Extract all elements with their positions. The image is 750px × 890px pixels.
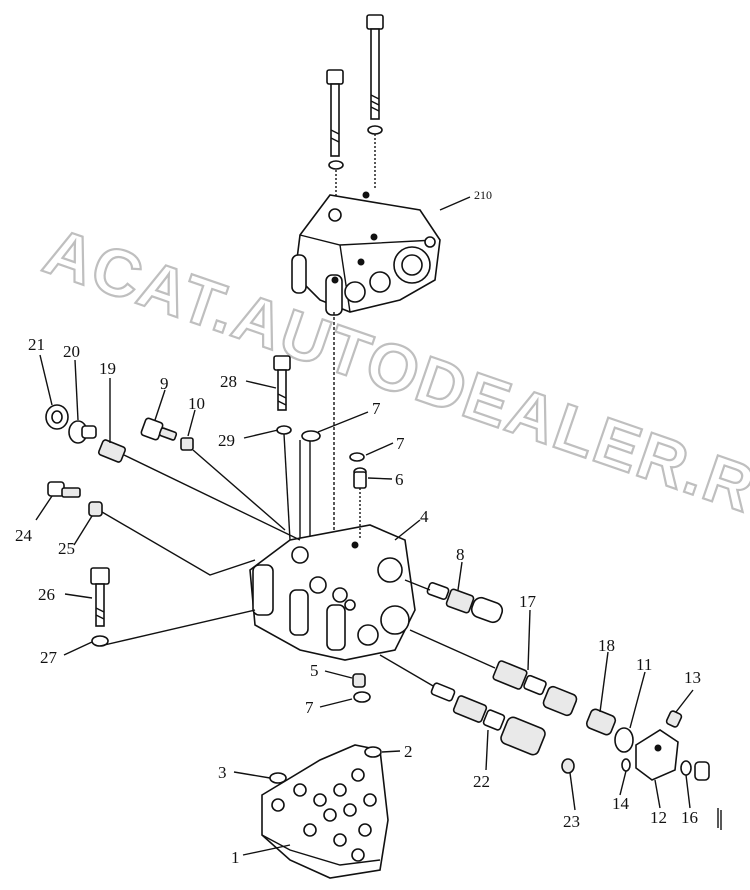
callout-16: 16	[681, 808, 698, 827]
valve-5	[352, 673, 366, 688]
nut-25	[88, 501, 103, 517]
check-valve-6	[353, 467, 367, 489]
main-valve-body	[249, 524, 416, 661]
gasket-ring-2	[364, 746, 382, 758]
fitting-24	[47, 481, 81, 498]
callout-18: 18	[598, 636, 615, 655]
upper-valve-housing	[291, 191, 441, 316]
cap-12	[635, 729, 679, 781]
spool-17	[409, 629, 578, 717]
ring-11	[614, 727, 634, 753]
nut-23	[561, 758, 575, 774]
callout-28: 28	[220, 372, 237, 391]
plug-15	[694, 761, 710, 781]
oring-7-upper	[301, 430, 321, 442]
callout-23: 23	[563, 812, 580, 831]
ring-16	[680, 760, 692, 776]
spool-22	[379, 654, 546, 756]
washer-29	[276, 425, 292, 435]
callout-12: 12	[650, 808, 667, 827]
spring-18	[585, 708, 617, 736]
callout-13: 13	[684, 668, 701, 687]
callout-25: 25	[58, 539, 75, 558]
callout-5: 5	[310, 661, 319, 680]
callout-14: 14	[612, 794, 630, 813]
callout-7-upper: 7	[372, 399, 381, 418]
oring-7-mid	[349, 452, 365, 462]
callout-9: 9	[160, 374, 169, 393]
callout-17: 17	[519, 592, 537, 611]
callout-2: 2	[404, 742, 413, 761]
oring-7-lower	[353, 691, 371, 703]
gasket-ring-3	[269, 772, 287, 784]
fitting-9	[140, 417, 178, 441]
plug-13	[665, 710, 683, 728]
bolt-26	[90, 567, 110, 627]
plug-20	[68, 420, 97, 444]
bolt-28	[273, 355, 291, 411]
callout-20: 20	[63, 342, 80, 361]
callout-11: 11	[636, 655, 652, 674]
callout-3: 3	[218, 763, 227, 782]
callout-4: 4	[420, 507, 429, 526]
callout-8: 8	[456, 545, 465, 564]
leader-lines	[35, 196, 694, 856]
callout-29: 29	[218, 431, 235, 450]
spring-19	[97, 439, 127, 463]
callout-7-lower: 7	[305, 698, 314, 717]
long-bolt-upper	[366, 14, 384, 135]
nut-10	[180, 437, 194, 451]
callout-26: 26	[38, 585, 55, 604]
ring-14	[621, 758, 631, 772]
callout-19: 19	[99, 359, 116, 378]
callout-1: 1	[231, 848, 240, 867]
base-plate	[261, 744, 389, 879]
long-bolt-lower	[326, 69, 344, 170]
callout-210: 210	[474, 188, 492, 202]
callout-24: 24	[15, 526, 33, 545]
callout-10: 10	[188, 394, 205, 413]
callout-22: 22	[473, 772, 490, 791]
callout-21: 21	[28, 335, 45, 354]
spool-8	[426, 581, 504, 624]
callout-6: 6	[395, 470, 404, 489]
callout-7-mid: 7	[396, 434, 405, 453]
callout-27: 27	[40, 648, 58, 667]
